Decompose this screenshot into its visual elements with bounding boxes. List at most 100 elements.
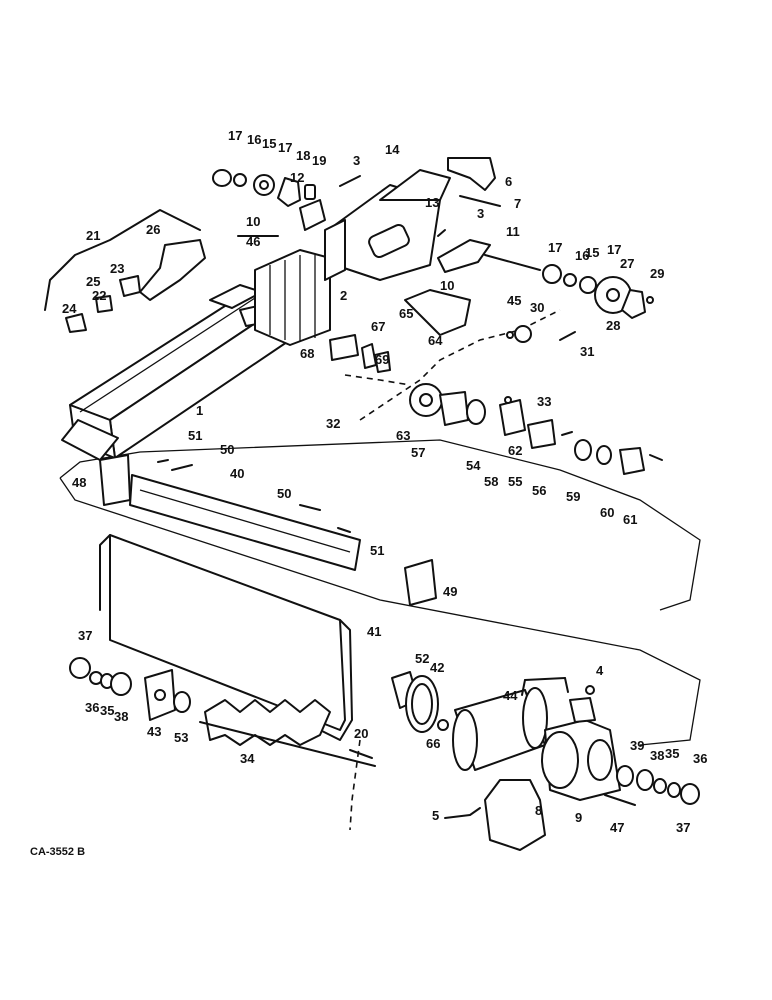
callout-number: 19 bbox=[312, 153, 326, 168]
callout-number: 43 bbox=[147, 724, 161, 739]
pin-47 bbox=[604, 794, 636, 806]
callout-number: 9 bbox=[575, 810, 582, 825]
callout-number: 36 bbox=[693, 751, 707, 766]
callout-number: 38 bbox=[114, 709, 128, 724]
lower-drive-parts bbox=[409, 383, 663, 475]
cover-8 bbox=[484, 779, 546, 851]
callout-number: 51 bbox=[188, 428, 202, 443]
upper-head-cover bbox=[324, 169, 451, 281]
callout-number: 34 bbox=[240, 751, 255, 766]
callout-number: 4 bbox=[596, 663, 604, 678]
callout-number: 26 bbox=[146, 222, 160, 237]
callout-number: 21 bbox=[86, 228, 100, 243]
callout-number: 31 bbox=[580, 344, 594, 359]
callout-number: 44 bbox=[503, 688, 518, 703]
callout-number: 48 bbox=[72, 475, 86, 490]
callout-number: 54 bbox=[466, 458, 481, 473]
callout-number: 3 bbox=[353, 153, 360, 168]
callout-number: 37 bbox=[78, 628, 92, 643]
callout-number: 17 bbox=[278, 140, 292, 155]
plate-and-pin bbox=[447, 157, 501, 207]
callout-number: 29 bbox=[650, 266, 664, 281]
callout-number: 35 bbox=[665, 746, 679, 761]
chain-link-parts bbox=[65, 239, 206, 333]
callout-number: 41 bbox=[367, 624, 381, 639]
callout-number: 10 bbox=[246, 214, 260, 229]
callout-number: 69 bbox=[375, 352, 389, 367]
callout-number: 65 bbox=[399, 306, 413, 321]
callout-number: 13 bbox=[425, 195, 439, 210]
callout-number: 7 bbox=[514, 196, 521, 211]
callout-number: 25 bbox=[86, 274, 100, 289]
callout-number: 1 bbox=[196, 403, 203, 418]
callout-number: 24 bbox=[62, 301, 77, 316]
callout-number: 12 bbox=[290, 170, 304, 185]
callout-number: 63 bbox=[396, 428, 410, 443]
callout-number: 50 bbox=[277, 486, 291, 501]
callout-number: 17 bbox=[607, 242, 621, 257]
callout-number: 2 bbox=[340, 288, 347, 303]
auger-flight bbox=[199, 699, 376, 767]
side-plates bbox=[237, 199, 541, 273]
head-housing bbox=[254, 249, 331, 346]
callout-number: 42 bbox=[430, 660, 444, 675]
pin-5 bbox=[444, 807, 481, 819]
callout-number: 62 bbox=[508, 443, 522, 458]
callout-number: 15 bbox=[585, 245, 599, 260]
bracket-63 bbox=[329, 289, 576, 373]
callout-number: 56 bbox=[532, 483, 546, 498]
callout-number: 11 bbox=[506, 224, 520, 239]
drive-sprocket-set bbox=[542, 264, 654, 319]
callout-number: 58 bbox=[484, 474, 498, 489]
callout-number: 10 bbox=[440, 278, 454, 293]
callout-number: 45 bbox=[507, 293, 521, 308]
bearing-set-right bbox=[616, 765, 700, 805]
bearing-stack-top bbox=[212, 169, 361, 207]
callout-number: 8 bbox=[535, 803, 542, 818]
callout-number: 37 bbox=[676, 820, 690, 835]
side-plate-48 bbox=[99, 454, 131, 506]
bearing-set-left bbox=[69, 657, 132, 696]
handle-69 bbox=[521, 677, 569, 696]
side-plate-49 bbox=[404, 559, 437, 606]
callout-number: 22 bbox=[92, 288, 106, 303]
callout-number: 33 bbox=[537, 394, 551, 409]
callout-number: 18 bbox=[296, 148, 310, 163]
callout-number: 38 bbox=[650, 748, 664, 763]
callout-number: 23 bbox=[110, 261, 124, 276]
drum-44 bbox=[452, 687, 548, 771]
gear-housing-9 bbox=[541, 685, 621, 801]
callout-number: 16 bbox=[575, 248, 589, 263]
callout-number: 30 bbox=[530, 300, 544, 315]
auger-trough bbox=[99, 534, 353, 741]
drive-chain bbox=[344, 374, 411, 386]
drawing-code: CA-3552 B bbox=[30, 846, 85, 858]
callout-number: 52 bbox=[415, 651, 429, 666]
callout-number: 60 bbox=[600, 505, 614, 520]
callout-number: 39 bbox=[630, 738, 644, 753]
callout-number: 15 bbox=[262, 136, 276, 151]
shaft-20 bbox=[349, 739, 373, 831]
callout-number: 3 bbox=[477, 206, 484, 221]
end-plate-43 bbox=[144, 669, 191, 721]
callout-number: 32 bbox=[326, 416, 340, 431]
callout-number: 55 bbox=[508, 474, 522, 489]
callout-number: 57 bbox=[411, 445, 425, 460]
callout-number: 59 bbox=[566, 489, 580, 504]
callout-number: 68 bbox=[300, 346, 314, 361]
callout-number: 40 bbox=[230, 466, 244, 481]
callout-number: 17 bbox=[228, 128, 242, 143]
callout-number: 5 bbox=[432, 808, 439, 823]
callout-number: 64 bbox=[428, 333, 443, 348]
callout-number: 51 bbox=[370, 543, 384, 558]
callout-number: 27 bbox=[620, 256, 634, 271]
callout-number: 36 bbox=[85, 700, 99, 715]
callout-number: 46 bbox=[246, 234, 260, 249]
sprocket-52 bbox=[391, 671, 449, 733]
callout-number: 49 bbox=[443, 584, 457, 599]
callout-number: 61 bbox=[623, 512, 637, 527]
callout-number: 6 bbox=[505, 174, 512, 189]
callout-number: 50 bbox=[220, 442, 234, 457]
